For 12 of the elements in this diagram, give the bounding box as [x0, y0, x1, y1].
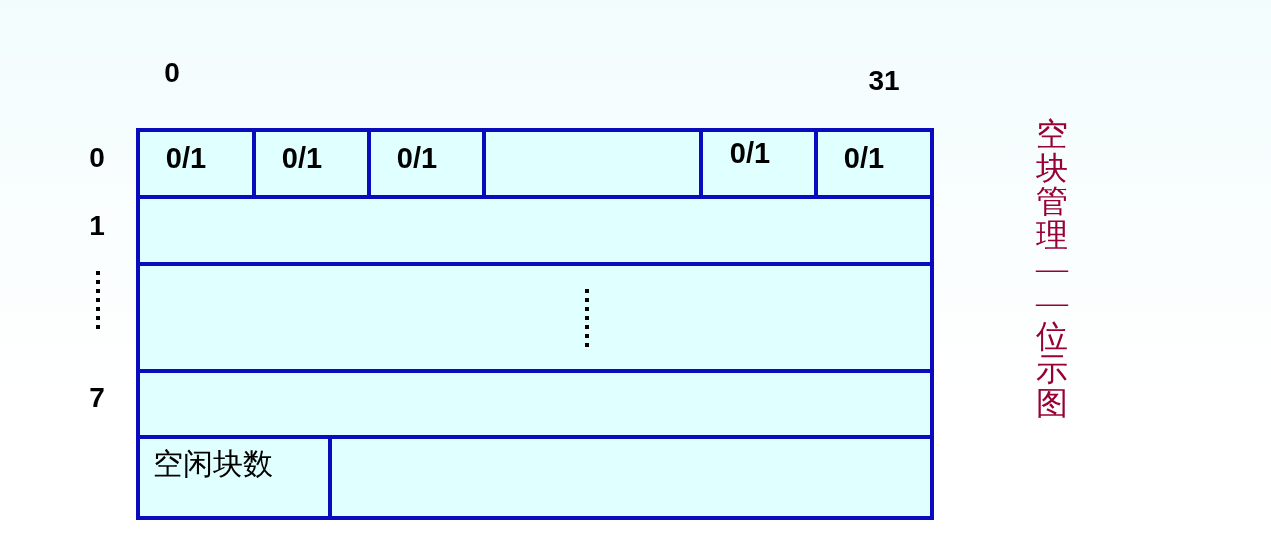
row-number: 1 [89, 212, 105, 240]
bit-value: 0/1 [281, 143, 323, 173]
column-number: 0 [164, 59, 180, 87]
row-number: 7 [89, 384, 105, 412]
bit-value: 0/1 [165, 143, 207, 173]
field-label: 空闲块数 [153, 449, 273, 479]
bit-value: 0/1 [729, 138, 771, 168]
row-number: 0 [89, 144, 105, 172]
column-number: 31 [868, 67, 900, 95]
diagram-title: 空块管理——位示图 [1036, 118, 1068, 421]
bit-value: 0/1 [396, 143, 438, 173]
bit-value: 0/1 [843, 143, 885, 173]
